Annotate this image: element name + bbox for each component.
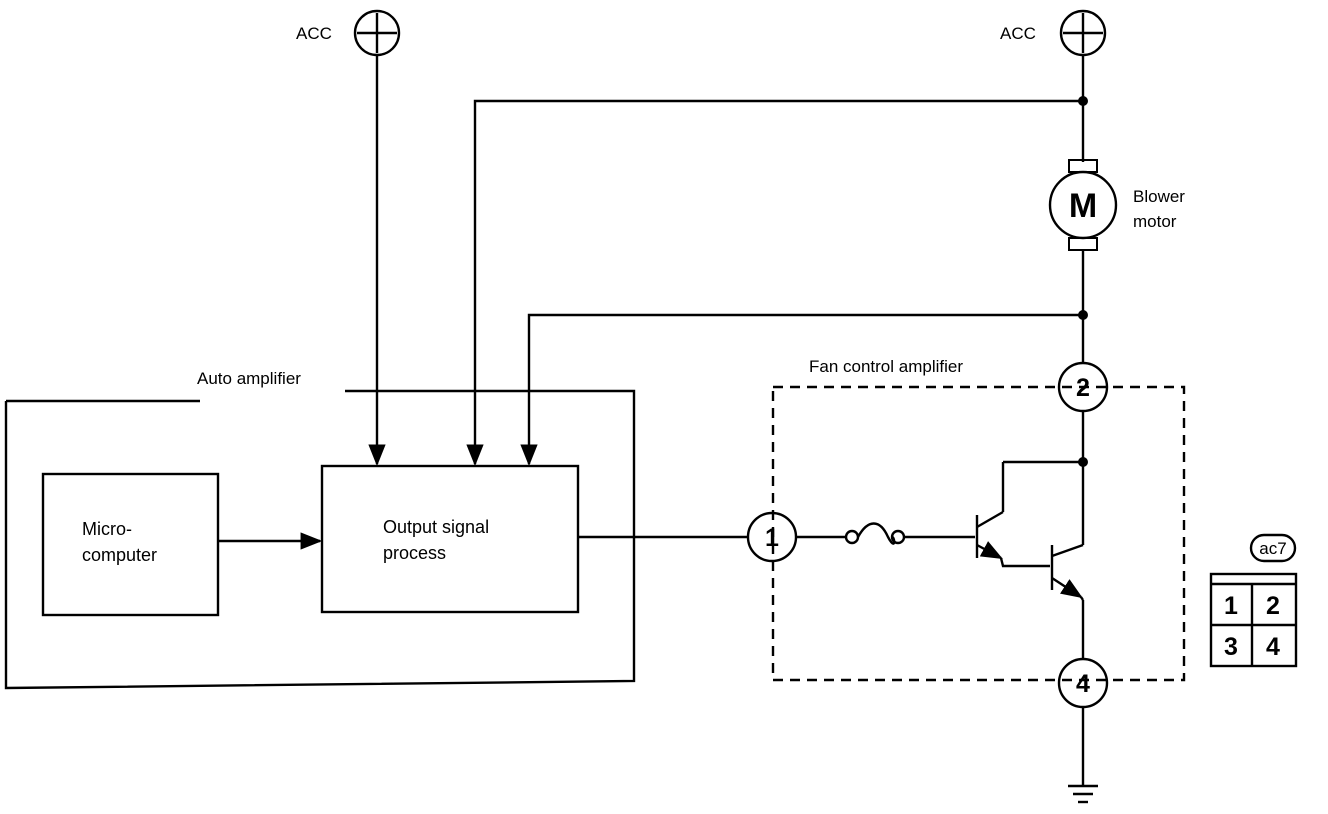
- power-supply-icon: [1059, 9, 1107, 57]
- pin-2-label: 2: [1076, 374, 1090, 402]
- power-supply-icon: [353, 9, 401, 57]
- motor-icon: M: [1048, 159, 1118, 251]
- fan-control-amplifier: Fan control amplifier 1: [746, 357, 1186, 709]
- acc-left-label: ACC: [296, 24, 332, 43]
- wires: [218, 55, 1085, 785]
- connector-ac7: ac7 1 2 3 4: [1209, 533, 1298, 668]
- pin-1-label: 1: [765, 524, 779, 552]
- output-process-label-line1: Output signal: [383, 517, 489, 537]
- output-signal-process-block: Output signal process: [320, 464, 580, 614]
- blower-label-line2: motor: [1133, 212, 1177, 231]
- pin-2: 2: [1057, 361, 1109, 413]
- pin-4: 4: [1057, 657, 1109, 709]
- microcomputer-label-line2: computer: [82, 545, 157, 565]
- auto-amplifier: Auto amplifier Micro- computer Output si…: [4, 369, 636, 690]
- microcomputer-label-line1: Micro-: [82, 519, 132, 539]
- connector-code: ac7: [1259, 539, 1286, 558]
- microcomputer-block: Micro- computer: [41, 472, 220, 617]
- connector-cell-4: 4: [1266, 633, 1280, 661]
- auto-amplifier-title: Auto amplifier: [197, 369, 301, 388]
- transistor-icon: [975, 462, 1084, 601]
- fuse-icon: [797, 522, 975, 545]
- junction-dots: [1078, 96, 1088, 467]
- acc-right-label: ACC: [1000, 24, 1036, 43]
- acc-left-power: ACC: [296, 9, 401, 57]
- ground-icon: [1068, 784, 1098, 804]
- connector-cell-1: 1: [1224, 592, 1238, 620]
- pin-4-label: 4: [1076, 670, 1090, 698]
- pin-1: 1: [746, 511, 798, 563]
- blower-motor: M Blower motor: [1048, 159, 1185, 251]
- acc-right-power: ACC: [1000, 9, 1107, 57]
- blower-label-line1: Blower: [1133, 187, 1185, 206]
- output-process-label-line2: process: [383, 543, 446, 563]
- motor-symbol: M: [1069, 187, 1097, 225]
- fan-control-amplifier-title: Fan control amplifier: [809, 357, 963, 376]
- connector-cell-2: 2: [1266, 592, 1280, 620]
- connector-cell-3: 3: [1224, 633, 1238, 661]
